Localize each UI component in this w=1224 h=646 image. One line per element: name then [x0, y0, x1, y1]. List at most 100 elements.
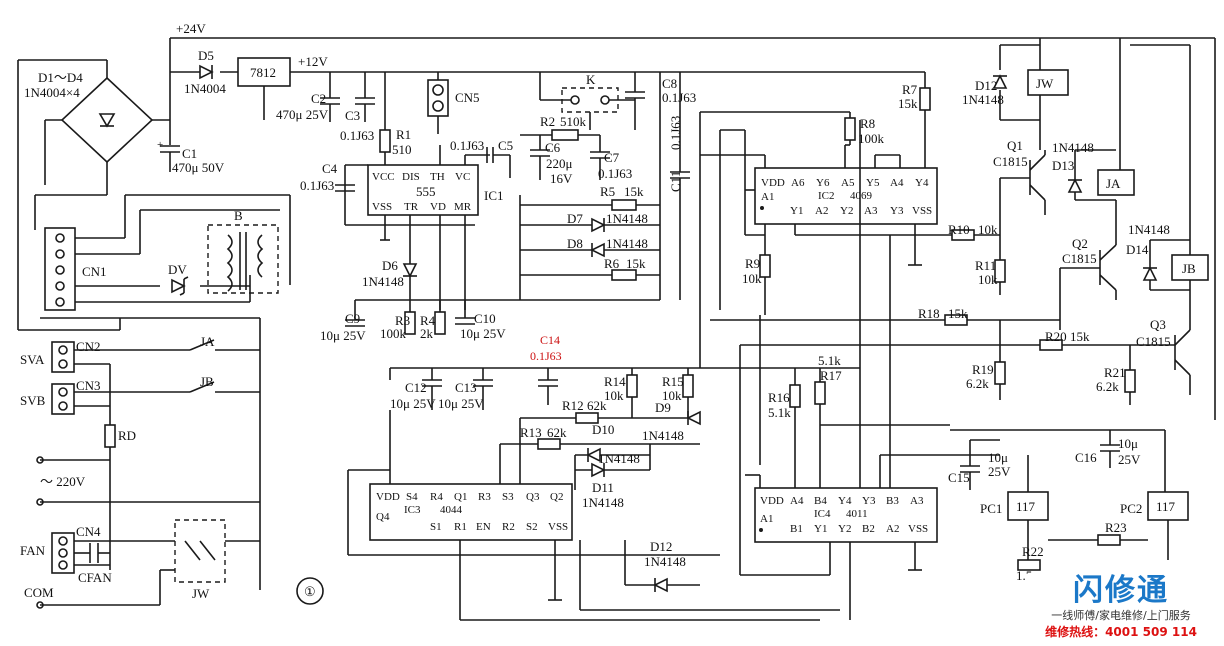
- c4-capacitor: [335, 184, 355, 192]
- r15-ref: R15: [662, 374, 684, 389]
- d5-part: 1N4004: [184, 81, 226, 96]
- mains-terminal-a: [36, 456, 44, 464]
- svg-text:+: +: [157, 139, 163, 151]
- r10-value: 10k: [978, 222, 998, 237]
- ic4-wires: [699, 120, 1000, 620]
- ic2-ref: IC2: [818, 190, 835, 202]
- terminal-svb: SVB: [20, 393, 46, 408]
- jb-contact-label: JB: [200, 374, 214, 389]
- c7-value: 0.1J63: [598, 166, 632, 181]
- cn1-wires: [18, 194, 291, 590]
- c4-value: 0.1J63: [300, 178, 334, 193]
- r2-resistor: [520, 129, 600, 141]
- pc2-ref: PC2: [1120, 501, 1142, 516]
- ja-contact: [189, 339, 215, 351]
- lower-timer-wires: [354, 299, 500, 320]
- ic4-ref: IC4: [814, 508, 831, 520]
- c13-capacitor: [473, 379, 493, 410]
- c9-ref: C9: [345, 311, 360, 326]
- mid-wires: [389, 367, 860, 490]
- r22-ref: R22: [1022, 544, 1044, 559]
- c15-capacitor: [960, 439, 1000, 490]
- cn2-label: CN2: [76, 339, 101, 354]
- ic3-ref: IC3: [404, 504, 421, 516]
- terminal-mains: ～ 220V: [40, 474, 86, 489]
- r6-value: 15k: [626, 256, 646, 271]
- d10-diode: [586, 447, 601, 463]
- r21-value: 6.2k: [1096, 379, 1119, 394]
- ja-contact-label: JA: [200, 334, 215, 349]
- ic3-pin-bottom-2: R1: [454, 521, 467, 533]
- rd-resistor: [104, 424, 116, 448]
- left-wires: [40, 349, 260, 606]
- relay-jw-label: JW: [1036, 76, 1054, 91]
- r13-value: 62k: [547, 425, 567, 440]
- d11-ref: D11: [592, 480, 614, 495]
- d12b-diode: [625, 577, 700, 593]
- d7-part: 1N4148: [606, 211, 648, 226]
- r18-value: 15k: [948, 306, 968, 321]
- ic2-pin-bottom-5: Y3: [890, 205, 904, 217]
- d5-diode: [199, 64, 214, 80]
- r8-resistor: [844, 117, 856, 141]
- ic4-pin-bottom-4: B2: [862, 523, 875, 535]
- figure-number-circle: [296, 577, 324, 605]
- ic2-pin-bottom-2: A2: [815, 205, 828, 217]
- c15-value2: 25V: [988, 464, 1011, 479]
- r20-value: 15k: [1070, 329, 1090, 344]
- d8-ref: D8: [567, 236, 583, 251]
- dv-diode: [171, 276, 189, 296]
- d7-ref: D7: [567, 211, 583, 226]
- terminal-sva: SVA: [20, 352, 45, 367]
- c2-capacitor: [320, 72, 340, 122]
- r15-value: 10k: [662, 388, 682, 403]
- c3-value: 0.1J63: [340, 128, 374, 143]
- bridge-ref: D1～D4: [38, 70, 83, 85]
- c14-value: 0.1J63: [530, 349, 562, 363]
- r3-value: 100k: [380, 326, 407, 341]
- d10-part: 1N4148: [598, 451, 640, 466]
- r16-value: 5.1k: [768, 405, 791, 420]
- ic4-pin-top-5: B3: [886, 495, 899, 507]
- pc2-optocoupler: [1147, 491, 1189, 521]
- jw-contact-label: JW: [192, 586, 210, 601]
- r10-ref: R10: [948, 222, 970, 237]
- c5-value: 0.1J63: [450, 138, 484, 153]
- ic3-pin-bottom-5: S2: [526, 521, 538, 533]
- d14-diode: [1142, 239, 1191, 330]
- jb-contact: [189, 381, 215, 393]
- r5-value: 15k: [624, 184, 644, 199]
- ic2-pin-top-5: A4: [890, 177, 904, 189]
- r4-resistor: [434, 311, 446, 335]
- brand-watermark: 闪修通 一线师傅/家电维修/上门服务 维修热线：4001 509 114: [1026, 574, 1216, 640]
- ic3-pin-top-1: S4: [406, 491, 418, 503]
- c11-value: 0.1J63: [668, 116, 683, 150]
- r20-ref: R20: [1045, 329, 1067, 344]
- figure-number: ①: [304, 584, 316, 599]
- r4-ref: R4: [420, 313, 436, 328]
- q2-part: C1815: [1062, 251, 1097, 266]
- brand-hotline: 维修热线：4001 509 114: [1045, 625, 1197, 639]
- d11-diode: [591, 462, 606, 478]
- pc2-part: 117: [1156, 499, 1176, 514]
- dv-label: DV: [168, 262, 187, 277]
- ic3-pin-top-4: R3: [478, 491, 491, 503]
- c16-capacitor: [950, 429, 1165, 468]
- r22-resistor: [1017, 559, 1041, 571]
- ic4-pin-bottom-1: B1: [790, 523, 803, 535]
- ic1-pin-bottom-3: MR: [454, 201, 472, 213]
- r17-value: 5.1k: [818, 353, 841, 368]
- cn1-label: CN1: [82, 264, 107, 279]
- r14-ref: R14: [604, 374, 626, 389]
- q3-part: C1815: [1136, 334, 1171, 349]
- r15-resistor: [682, 374, 694, 398]
- switch-k-label: K: [586, 72, 596, 87]
- mains-terminal-b: [36, 498, 44, 506]
- d13-ref: D13: [1052, 158, 1074, 173]
- relay-jb-label: JB: [1182, 261, 1196, 276]
- r23-ref: R23: [1105, 520, 1127, 535]
- r1-ref: R1: [396, 127, 411, 142]
- c9-value: 10μ 25V: [320, 328, 366, 343]
- r5-resistor: [611, 199, 637, 211]
